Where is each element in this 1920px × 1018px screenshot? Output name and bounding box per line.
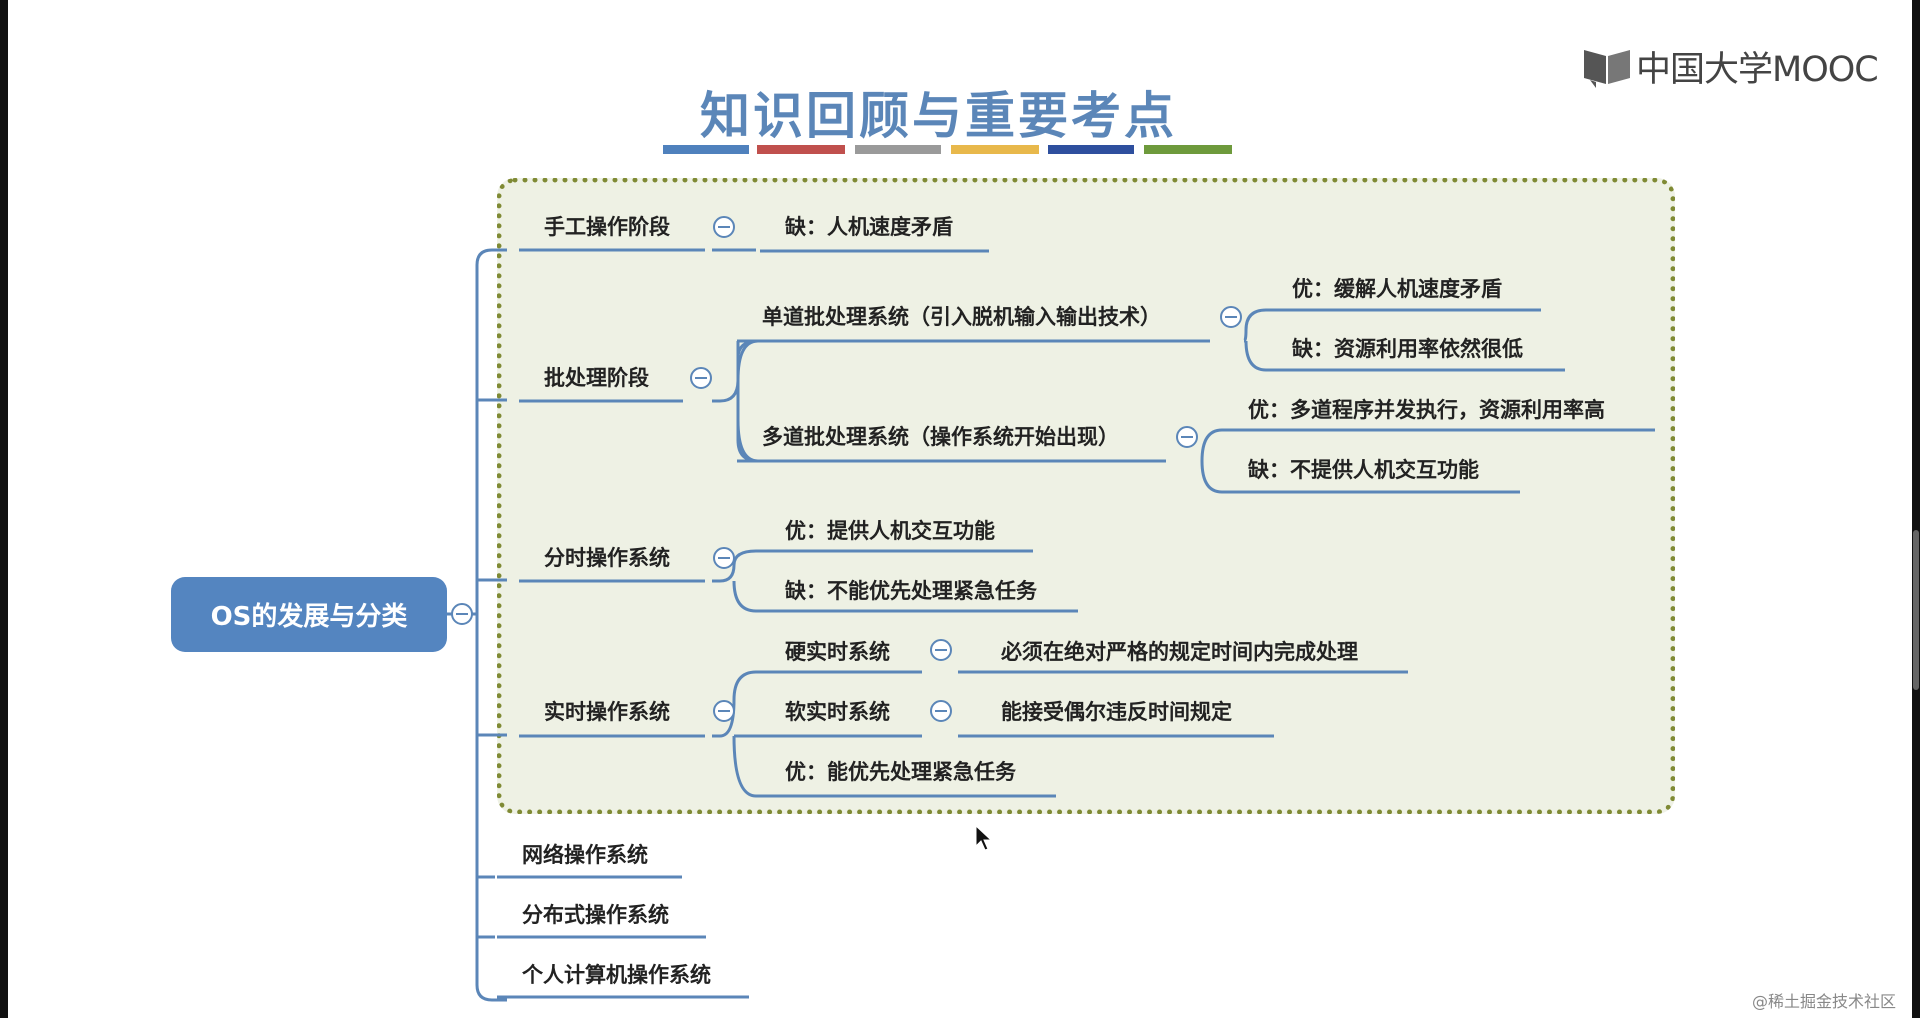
highlight-box bbox=[497, 178, 1675, 814]
mouse-cursor-icon bbox=[975, 825, 993, 851]
node-personal[interactable]: 个人计算机操作系统 bbox=[522, 963, 711, 987]
root-collapse-toggle[interactable] bbox=[451, 603, 473, 625]
node-batch[interactable]: 批处理阶段 bbox=[544, 366, 649, 390]
color-bar-1 bbox=[663, 145, 749, 154]
node-realtime[interactable]: 实时操作系统 bbox=[544, 700, 670, 724]
node-network[interactable]: 网络操作系统 bbox=[522, 843, 648, 867]
single-batch-collapse-toggle[interactable] bbox=[1220, 306, 1242, 328]
node-multi-batch[interactable]: 多道批处理系统（操作系统开始出现） bbox=[762, 425, 1119, 449]
color-bar-5 bbox=[1048, 145, 1134, 154]
logo-text: 中国大学MOOC bbox=[1636, 49, 1879, 90]
batch-collapse-toggle[interactable] bbox=[690, 367, 712, 389]
node-hard-realtime[interactable]: 硬实时系统 bbox=[785, 640, 890, 664]
mooc-logo: 中国大学MOOC bbox=[1582, 44, 1879, 90]
manual-collapse-toggle[interactable] bbox=[713, 216, 735, 238]
node-soft-realtime[interactable]: 软实时系统 bbox=[785, 700, 890, 724]
window-frame-right bbox=[1912, 0, 1920, 1018]
node-hard-realtime-desc[interactable]: 必须在绝对严格的规定时间内完成处理 bbox=[1001, 640, 1358, 664]
soft-realtime-collapse-toggle[interactable] bbox=[930, 700, 952, 722]
window-frame-left bbox=[0, 0, 8, 1018]
node-manual-con[interactable]: 缺：人机速度矛盾 bbox=[785, 215, 953, 239]
node-realtime-pro[interactable]: 优：能优先处理紧急任务 bbox=[785, 760, 1016, 784]
timeshare-collapse-toggle[interactable] bbox=[713, 547, 735, 569]
node-single-batch-con[interactable]: 缺：资源利用率依然很低 bbox=[1292, 337, 1523, 361]
node-timeshare-pro[interactable]: 优：提供人机交互功能 bbox=[785, 519, 995, 543]
color-bar-4 bbox=[951, 145, 1039, 154]
scrollbar-thumb[interactable] bbox=[1913, 530, 1919, 690]
node-single-batch-pro[interactable]: 优：缓解人机速度矛盾 bbox=[1292, 277, 1502, 301]
book-logo-icon bbox=[1584, 50, 1630, 88]
hard-realtime-collapse-toggle[interactable] bbox=[930, 639, 952, 661]
node-multi-batch-con[interactable]: 缺：不提供人机交互功能 bbox=[1248, 458, 1479, 482]
root-node[interactable]: OS的发展与分类 bbox=[171, 577, 447, 652]
multi-batch-collapse-toggle[interactable] bbox=[1176, 426, 1198, 448]
color-bar-2 bbox=[757, 145, 845, 154]
node-soft-realtime-desc[interactable]: 能接受偶尔违反时间规定 bbox=[1001, 700, 1232, 724]
watermark: @稀土掘金技术社区 bbox=[1752, 992, 1897, 1011]
color-bar-3 bbox=[855, 145, 941, 154]
slide-title: 知识回顾与重要考点 bbox=[700, 87, 1177, 145]
node-timeshare[interactable]: 分时操作系统 bbox=[544, 546, 670, 570]
node-distributed[interactable]: 分布式操作系统 bbox=[522, 903, 669, 927]
realtime-collapse-toggle[interactable] bbox=[713, 700, 735, 722]
node-multi-batch-pro[interactable]: 优：多道程序并发执行，资源利用率高 bbox=[1248, 398, 1605, 422]
color-bar-6 bbox=[1144, 145, 1232, 154]
node-timeshare-con[interactable]: 缺：不能优先处理紧急任务 bbox=[785, 579, 1037, 603]
node-manual[interactable]: 手工操作阶段 bbox=[544, 215, 670, 239]
node-single-batch[interactable]: 单道批处理系统（引入脱机输入输出技术） bbox=[762, 305, 1161, 329]
